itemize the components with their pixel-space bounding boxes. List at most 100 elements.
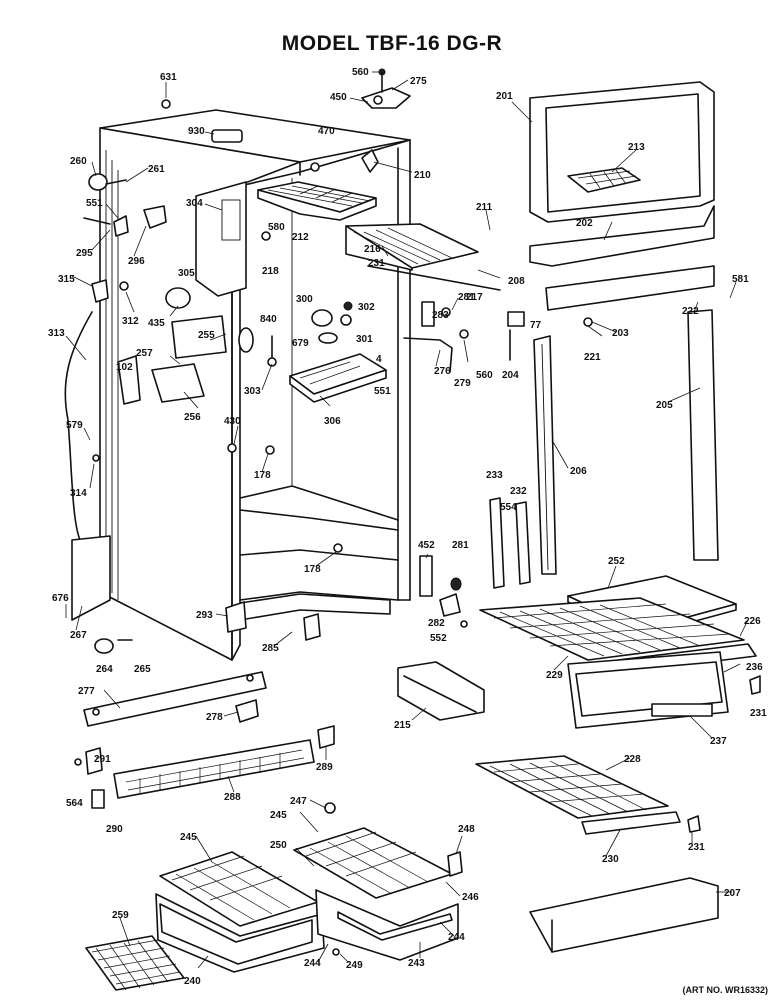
part-label-203: 203 — [612, 328, 629, 339]
screw-564 — [74, 758, 82, 766]
part-label-285: 285 — [262, 643, 279, 654]
part-label-282: 282 — [428, 618, 445, 629]
bracket-282 — [439, 593, 461, 617]
part-label-840: 840 — [260, 314, 277, 325]
part-label-228: 228 — [624, 754, 641, 765]
part-label-250: 250 — [270, 840, 287, 851]
center-hinge — [403, 301, 525, 373]
part-label-259: 259 — [112, 910, 129, 921]
part-label-305: 305 — [178, 268, 195, 279]
part-label-435: 435 — [148, 318, 165, 329]
wire-shelf-228 — [475, 755, 669, 819]
part-label-244: 244 — [448, 932, 465, 943]
duct-216 — [345, 223, 501, 291]
part-label-281: 281 — [458, 292, 475, 303]
bracket-278 — [235, 699, 259, 723]
part-label-231: 231 — [368, 258, 385, 269]
rail-230 — [581, 811, 681, 835]
part-label-211: 211 — [476, 202, 493, 213]
part-label-215: 215 — [394, 720, 411, 731]
part-label-207: 207 — [724, 888, 741, 899]
part-label-216: 216 — [364, 244, 381, 255]
part-label-218: 218 — [262, 266, 279, 277]
bracket-210 — [361, 149, 379, 173]
part-label-304: 304 — [186, 198, 203, 209]
part-label-296: 296 — [128, 256, 145, 267]
fan-assembly — [289, 301, 387, 403]
part-label-554: 554 — [500, 502, 517, 513]
part-label-229: 229 — [546, 670, 563, 681]
door-bin-207 — [529, 877, 719, 953]
part-label-552: 552 — [430, 633, 447, 644]
part-label-230: 230 — [602, 854, 619, 865]
part-label-201: 201 — [496, 91, 513, 102]
screw-314 — [92, 454, 100, 462]
freezer-door-liner — [529, 81, 715, 223]
part-label-267: 267 — [70, 630, 87, 641]
part-label-301: 301 — [356, 334, 373, 345]
part-label-221: 221 — [584, 352, 601, 363]
part-label-278: 278 — [206, 712, 223, 723]
clip-291 — [85, 747, 103, 775]
part-label-276: 276 — [434, 366, 451, 377]
part-label-231: 231 — [750, 708, 767, 719]
part-label-231: 231 — [688, 842, 705, 853]
part-label-261: 261 — [148, 164, 165, 175]
screw-249 — [332, 948, 340, 956]
part-label-295: 295 — [76, 248, 93, 259]
part-label-314: 314 — [70, 488, 87, 499]
part-label-178: 178 — [254, 470, 271, 481]
part-label-265: 265 — [134, 664, 151, 675]
clip-290 — [91, 789, 105, 809]
part-label-264: 264 — [96, 664, 113, 675]
part-label-206: 206 — [570, 466, 587, 477]
part-label-306: 306 — [324, 416, 341, 427]
mullion-205 — [687, 309, 719, 561]
part-label-275: 275 — [410, 76, 427, 87]
part-label-470: 470 — [318, 126, 335, 137]
rail-277 — [83, 671, 267, 727]
cold-control — [361, 68, 411, 109]
part-label-257: 257 — [136, 348, 153, 359]
part-label-281: 281 — [452, 540, 469, 551]
part-label-288: 288 — [224, 792, 241, 803]
plug-221 — [583, 317, 593, 327]
part-label-240: 240 — [184, 976, 201, 987]
hinge-293 — [225, 601, 247, 633]
art-number: (ART NO. WR16332) — [682, 985, 768, 995]
part-label-279: 279 — [454, 378, 471, 389]
screw-178b — [333, 543, 343, 553]
part-label-246: 246 — [462, 892, 479, 903]
part-label-244: 244 — [304, 958, 321, 969]
divider-strip-203 — [545, 265, 715, 311]
part-label-243: 243 — [408, 958, 425, 969]
part-label-212: 212 — [292, 232, 309, 243]
part-247 — [324, 802, 336, 814]
part-label-560: 560 — [352, 67, 369, 78]
bracket-452 — [419, 555, 433, 597]
part-label-256: 256 — [184, 412, 201, 423]
part-label-204: 204 — [502, 370, 519, 381]
toe-grille-288 — [113, 739, 315, 799]
part-label-226: 226 — [744, 616, 761, 627]
part-label-77: 77 — [530, 320, 542, 331]
grille-259 — [85, 935, 185, 991]
part-label-430: 430 — [224, 416, 241, 427]
part-label-452: 452 — [418, 540, 435, 551]
part-label-252: 252 — [608, 556, 625, 567]
part-label-102: 102 — [116, 362, 133, 373]
part-label-631: 631 — [160, 72, 177, 83]
door-shelf-202 — [529, 205, 715, 267]
left-controls — [83, 173, 277, 405]
part-label-210: 210 — [414, 170, 431, 181]
part-label-213: 213 — [628, 142, 645, 153]
part-285 — [303, 613, 321, 641]
part-248 — [447, 851, 463, 877]
part-label-208: 208 — [508, 276, 525, 287]
leader-lines — [65, 71, 749, 969]
part-label-679: 679 — [292, 338, 309, 349]
part-289 — [317, 725, 335, 749]
panel-267 — [71, 535, 111, 621]
part-label-260: 260 — [70, 156, 87, 167]
